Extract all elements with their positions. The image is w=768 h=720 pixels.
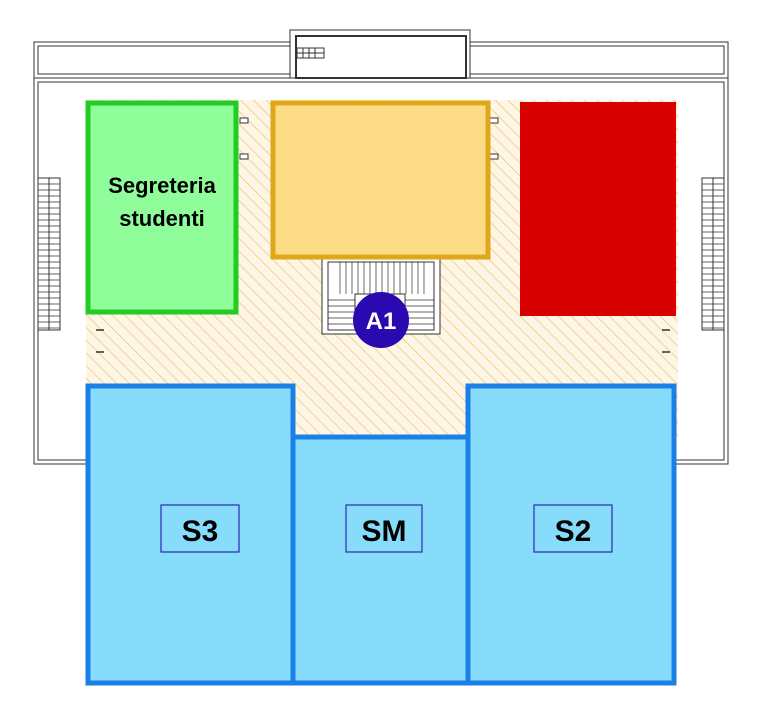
right-stair-icon	[701, 177, 725, 331]
marker-a1[interactable]: A1	[353, 292, 409, 348]
room-label-segreteria-line1: Segreteria	[108, 173, 216, 198]
room-label-sm: SM	[362, 515, 407, 548]
room-label-s3: S3	[182, 515, 219, 548]
room-label-s2: S2	[555, 515, 592, 548]
marker-a1-label: A1	[366, 308, 397, 335]
room-s2-label-box	[533, 504, 613, 553]
room-yellow[interactable]	[270, 100, 491, 260]
room-sm[interactable]: SM	[290, 434, 471, 686]
building-top-band	[33, 29, 729, 79]
room-s2[interactable]: S2	[465, 383, 677, 686]
room-segreteria-studenti[interactable]: Segreteria studenti	[85, 100, 239, 315]
room-sm-label-box	[345, 504, 423, 553]
room-s3-label-box	[160, 504, 240, 553]
left-stair-icon	[37, 177, 61, 331]
room-label-segreteria-line2: studenti	[119, 206, 205, 231]
top-vent-icon	[296, 47, 325, 59]
room-s3[interactable]: S3	[85, 383, 296, 686]
room-red[interactable]	[520, 102, 676, 316]
